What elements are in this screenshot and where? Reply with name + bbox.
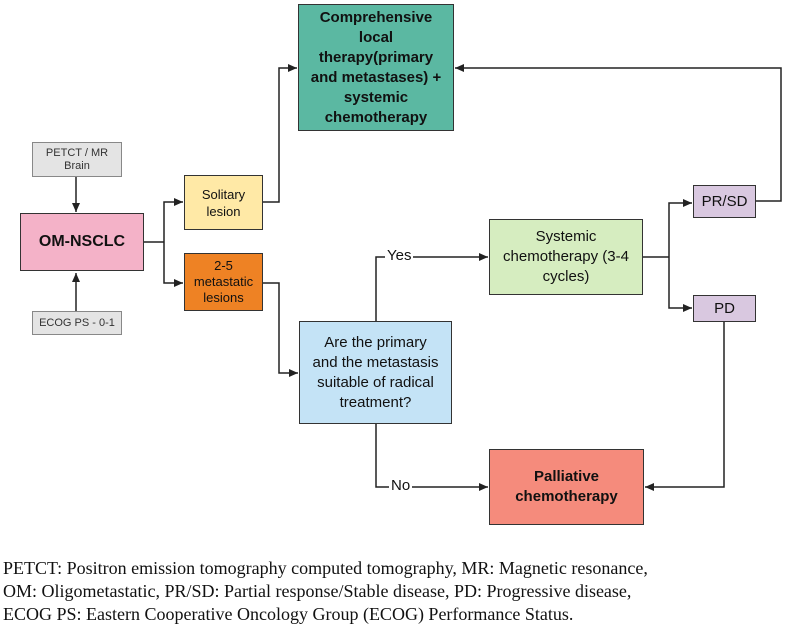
no-label: No	[389, 477, 413, 494]
comprehensive-therapy-box: Comprehensive local therapy(primary and …	[298, 4, 454, 131]
radical-treatment-question-box: Are the primary and the metastasis suita…	[299, 321, 452, 424]
arrow-solitary-to-comprehensive	[263, 64, 297, 203]
arrow-prsd-to-comprehensive	[455, 64, 782, 202]
metastatic-lesions-box: 2-5 metastatic lesions	[184, 253, 263, 311]
arrow-to-metastatic	[163, 242, 183, 287]
caption-line-3: ECOG PS: Eastern Cooperative Oncology Gr…	[3, 604, 574, 624]
palliative-chemotherapy-box: Palliative chemotherapy	[489, 449, 644, 525]
petct-mr-brain-box: PETCT / MR Brain	[32, 142, 122, 177]
arrow-metastatic-to-question	[263, 282, 298, 377]
yes-label: Yes	[385, 247, 414, 264]
caption-line-2: OM: Oligometastatic, PR/SD: Partial resp…	[3, 581, 632, 601]
caption: PETCT: Positron emission tomography comp…	[3, 557, 798, 626]
arrow-yes-to-systemic	[375, 253, 488, 322]
om-nsclc-box: OM-NSCLC	[20, 213, 144, 271]
ecog-ps-box: ECOG PS - 0-1	[32, 311, 122, 335]
arrow-to-pd	[668, 257, 692, 312]
arrow-pd-to-palliative	[645, 322, 725, 491]
arrow-to-solitary	[163, 198, 183, 242]
solitary-lesion-box: Solitary lesion	[184, 175, 263, 230]
arrow-to-prsd	[668, 199, 692, 257]
arrow-no-to-palliative	[375, 424, 488, 491]
pd-box: PD	[693, 295, 756, 322]
pr-sd-box: PR/SD	[693, 185, 756, 218]
caption-line-1: PETCT: Positron emission tomography comp…	[3, 558, 648, 578]
systemic-chemotherapy-box: Systemic chemotherapy (3-4 cycles)	[489, 219, 643, 295]
